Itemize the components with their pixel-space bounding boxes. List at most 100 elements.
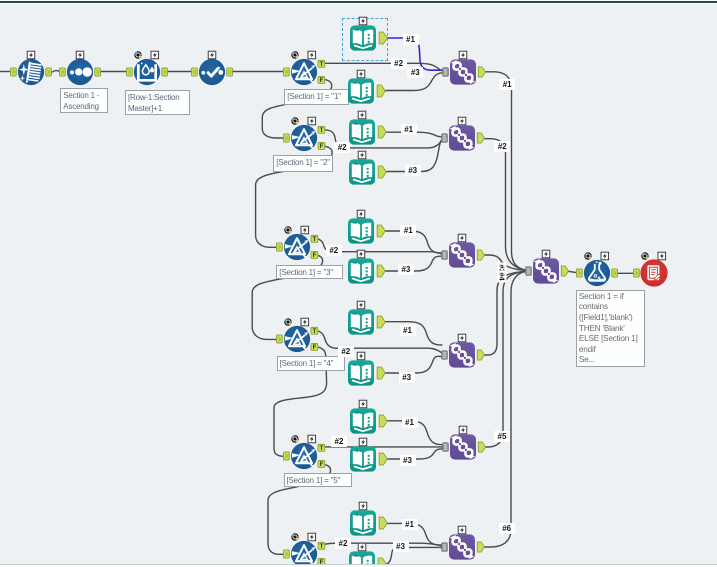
- output-anchor[interactable]: [477, 349, 486, 361]
- tool-select-1[interactable]: [180, 40, 244, 104]
- input-anchor[interactable]: [276, 334, 283, 344]
- input-anchor[interactable]: [633, 268, 640, 278]
- multi-input-anchor[interactable]: [441, 350, 448, 360]
- connection-textinput8-union4[interactable]: [385, 355, 443, 374]
- annotation-filter-2[interactable]: [Section 1] = "2": [273, 154, 333, 172]
- output-anchor[interactable]: [477, 66, 486, 78]
- tool-multi-row-formula-1[interactable]: [115, 40, 179, 104]
- annotation-formula-1[interactable]: Section 1 = if contains ([Field1],'blank…: [575, 289, 645, 368]
- tool-text-input-3[interactable]: [330, 100, 394, 164]
- true-output-anchor[interactable]: T: [310, 235, 318, 244]
- tool-text-input-10[interactable]: [331, 427, 395, 491]
- tool-text-input-11[interactable]: [331, 491, 395, 555]
- multi-input-anchor[interactable]: [441, 542, 448, 552]
- true-output-anchor[interactable]: T: [317, 542, 326, 551]
- connection-textinput4-union2[interactable]: [386, 139, 443, 173]
- tool-input-data-1[interactable]: [0, 40, 63, 104]
- output-anchor[interactable]: [477, 541, 486, 553]
- output-anchor[interactable]: [377, 165, 387, 178]
- output-anchor[interactable]: [94, 66, 101, 77]
- output-anchor[interactable]: [376, 84, 386, 97]
- true-output-anchor[interactable]: T: [317, 125, 326, 134]
- input-anchor[interactable]: [283, 66, 290, 77]
- annotation-filter-1[interactable]: [Section 1] = "1": [284, 88, 349, 105]
- input-anchor[interactable]: [126, 66, 133, 77]
- output-anchor[interactable]: [161, 66, 168, 77]
- tool-formula-1[interactable]: [565, 241, 629, 305]
- tool-union-2[interactable]: [430, 106, 494, 170]
- input-anchor[interactable]: [283, 451, 290, 461]
- output-anchor[interactable]: [376, 224, 386, 238]
- multi-input-anchor[interactable]: [441, 67, 449, 77]
- output-anchor[interactable]: [561, 265, 570, 277]
- annotation-sort-1[interactable]: Section 1 - Ascending: [60, 87, 108, 113]
- input-anchor[interactable]: [283, 549, 291, 559]
- tool-render-1[interactable]: [622, 241, 686, 305]
- connection-union4-union7[interactable]: [484, 270, 527, 356]
- output-anchor[interactable]: [377, 125, 387, 139]
- connection-textinput10-union5[interactable]: [387, 448, 443, 460]
- output-anchor[interactable]: [477, 249, 486, 261]
- input-anchor[interactable]: [9, 66, 17, 77]
- tool-text-input-4[interactable]: [330, 140, 394, 204]
- tool-text-input-8[interactable]: [329, 341, 393, 405]
- annotation-multi-row-formula-1[interactable]: [Row-1:Section Master]+1: [125, 89, 191, 115]
- output-anchor[interactable]: [477, 441, 486, 453]
- tool-union-4[interactable]: [430, 323, 494, 387]
- connection-textinput6-union3[interactable]: [385, 255, 443, 272]
- output-anchor[interactable]: [611, 268, 618, 278]
- tool-filter-6[interactable]: T F: [272, 522, 336, 567]
- output-anchor[interactable]: [44, 66, 52, 77]
- tool-text-input-5[interactable]: [329, 199, 393, 263]
- tool-text-input-9[interactable]: [331, 389, 395, 453]
- multi-input-anchor[interactable]: [525, 266, 533, 276]
- tool-text-input-6[interactable]: [329, 239, 393, 303]
- output-anchor[interactable]: [476, 132, 485, 144]
- output-anchor[interactable]: [376, 315, 386, 329]
- output-anchor[interactable]: [225, 66, 233, 77]
- connection-filter1T-union1[interactable]: [324, 62, 443, 72]
- tool-sort-1[interactable]: [48, 40, 112, 104]
- tool-union-5[interactable]: [431, 415, 495, 479]
- tool-union-3[interactable]: [430, 223, 494, 287]
- output-anchor[interactable]: [378, 414, 388, 428]
- tool-union-6[interactable]: [430, 515, 494, 567]
- true-output-anchor[interactable]: T: [310, 326, 319, 335]
- connection-union6-union7[interactable]: [484, 270, 527, 548]
- connection-union3-union7[interactable]: [484, 254, 527, 272]
- input-anchor[interactable]: [576, 268, 583, 278]
- tool-text-input-2[interactable]: [329, 59, 393, 123]
- annotation-filter-3[interactable]: [Section 1] = "3": [276, 264, 344, 279]
- input-anchor[interactable]: [283, 133, 290, 143]
- tool-filter-2[interactable]: T F: [272, 106, 336, 170]
- annotation-filter-4[interactable]: [Section 1] = "4": [276, 356, 345, 372]
- false-output-anchor[interactable]: F: [310, 342, 319, 351]
- connection-textinput3-union2[interactable]: [386, 131, 442, 138]
- input-anchor[interactable]: [275, 242, 283, 252]
- output-anchor[interactable]: [376, 264, 386, 278]
- false-output-anchor[interactable]: F: [317, 141, 326, 150]
- false-output-anchor[interactable]: F: [310, 251, 318, 260]
- tool-text-input-7[interactable]: [329, 290, 393, 354]
- connection-textinput2-union1[interactable]: [385, 72, 443, 92]
- input-anchor[interactable]: [190, 66, 198, 77]
- connection-union2-union7[interactable]: [483, 138, 527, 272]
- multi-input-anchor[interactable]: [440, 133, 448, 143]
- output-anchor[interactable]: [378, 517, 388, 530]
- output-anchor[interactable]: [378, 31, 388, 45]
- multi-input-anchor[interactable]: [441, 442, 449, 452]
- tool-union-7[interactable]: [514, 239, 578, 303]
- tool-union-1[interactable]: [431, 40, 495, 104]
- connection-filter4T-union4[interactable]: [313, 329, 443, 354]
- tool-text-input-1[interactable]: [331, 6, 395, 70]
- connection-textinput7-union4[interactable]: [385, 321, 443, 346]
- output-anchor[interactable]: [376, 366, 386, 380]
- tool-filter-1[interactable]: T F: [272, 40, 336, 104]
- tool-filter-5[interactable]: T F: [272, 424, 336, 488]
- false-output-anchor[interactable]: F: [317, 75, 326, 84]
- output-anchor[interactable]: [378, 452, 388, 466]
- tool-filter-3[interactable]: T F: [265, 215, 329, 279]
- connection-filter4F-filter5[interactable]: [273, 345, 328, 457]
- multi-input-anchor[interactable]: [441, 250, 449, 260]
